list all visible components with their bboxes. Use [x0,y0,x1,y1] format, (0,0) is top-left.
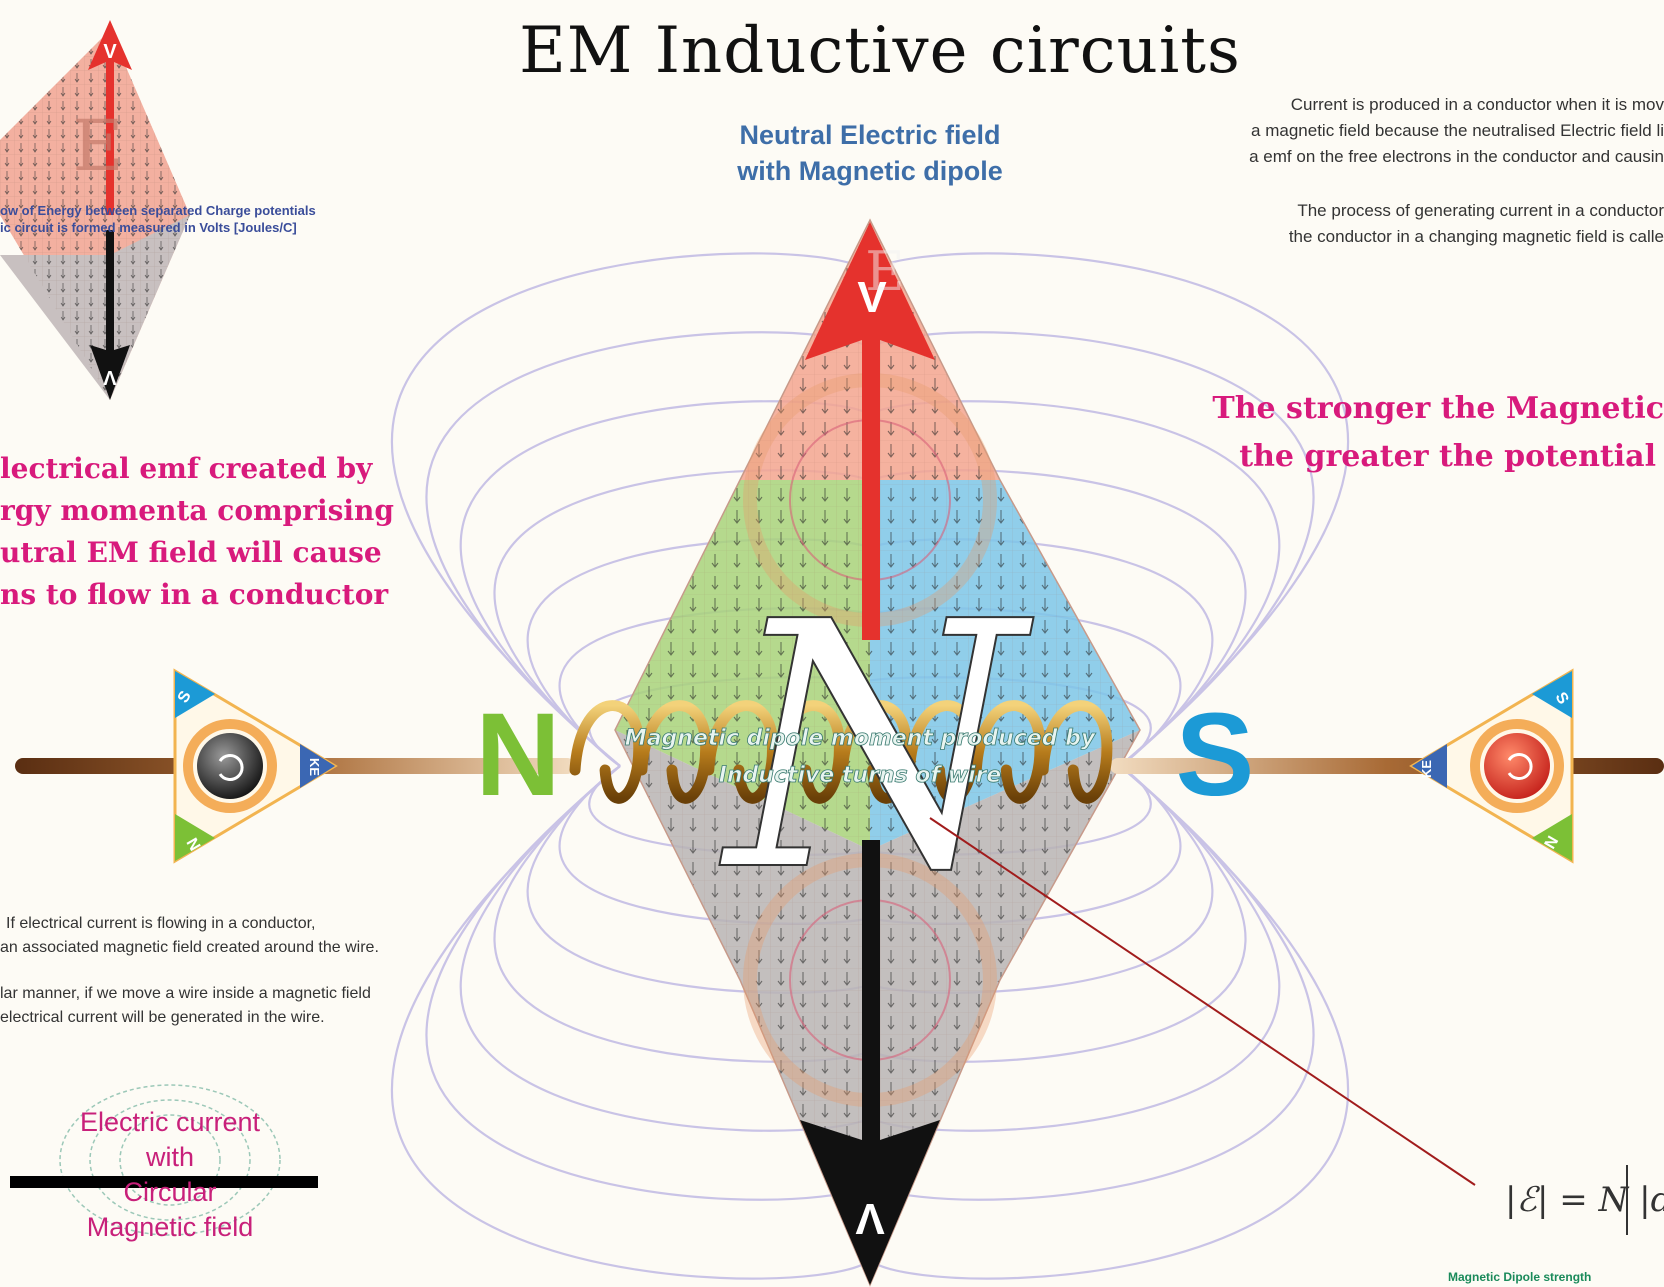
tr-line-2: a magnetic field because the neutralised… [1251,121,1664,140]
coil-turn [903,700,979,804]
bottom-left-paragraph: If electrical current is flowing in a co… [0,912,379,1030]
bottom-v-label: V [855,1194,885,1243]
coil-turn [970,700,1046,804]
footer-green-text: Magnetic Dipole strength [1448,1270,1592,1284]
coil-turn [1037,700,1113,804]
central-em-diamond [614,218,1141,1287]
inductive-coil [569,700,1113,804]
center-heading-line-2: with Magnetic dipole [737,156,1003,186]
small-top-v: V [103,41,117,63]
voltage-arrow-top [805,222,935,640]
pink-left-line-2: rgy momenta comprising [0,494,394,527]
bl-line-1: If electrical current is flowing in a co… [6,915,316,932]
caption-line-2: ic circuit is formed measured in Volts [… [0,220,297,235]
wire-field-illustration [10,1084,318,1236]
top-v-label: V [857,273,887,322]
pink-right-line-2: the greater the potential [1239,439,1656,474]
coil-turn [837,700,912,804]
small-em-diamond: V V E [0,20,190,400]
small-diamond-caption: ow of Energy between separated Charge po… [0,202,316,236]
voltage-arrow-bottom [800,840,940,1285]
coil-caption-line-1: Magnetic dipole moment produced by [625,726,1097,751]
electron-right-ke: KE [1419,760,1434,778]
pink-right-line-1: The stronger the Magnetic [1212,391,1664,426]
tr-line-3: a emf on the free electrons in the condu… [1249,147,1664,166]
south-pole-label: S [1176,689,1255,821]
wire-field-label: Electric current with Circular Magnetic … [40,1105,300,1245]
small-bottom-v: V [103,366,117,388]
tr-line-1: Current is produced in a conductor when … [1290,95,1664,114]
center-heading-line-1: Neutral Electric field [739,120,1001,150]
wire-label-line-3: Circular [123,1177,217,1207]
wire-label-line-1: Electric current [79,1107,261,1137]
caption-line-1: ow of Energy between separated Charge po… [0,203,316,218]
coil-turn [703,700,778,804]
electron-triangle-right: S N KE [1409,668,1574,864]
wire-label-line-2: with [145,1142,194,1172]
small-e-label: E [72,105,123,187]
top-e-label: E [865,240,904,303]
page-title: EM Inductive circuits [519,14,1241,88]
electron-left-ke: KE [307,758,322,776]
north-pole-label: N [475,689,560,821]
center-heading: Neutral Electric field with Magnetic dip… [690,117,1050,189]
coil-caption-line-2: Inductive turns of wire [719,763,1002,788]
tr-line-5: the conductor in a changing magnetic fie… [1288,227,1664,246]
bl-line-3: lar manner, if we move a wire inside a m… [0,985,371,1002]
coil-turn [770,700,845,804]
big-n-letter: N [716,550,1035,946]
pink-left-text: lectrical emf created by rgy momenta com… [0,448,394,616]
emf-formula: |ℰ| = N |dΦ/d [1505,1180,1664,1220]
electron-triangle-left: S N KE [173,668,338,864]
top-right-paragraph: Current is produced in a conductor when … [1249,92,1664,250]
formula-pointer-line [929,817,1476,1186]
bl-line-2: an associated magnetic field created aro… [0,939,379,956]
pink-right-text: The stronger the Magnetic the greater th… [1212,385,1664,481]
pink-left-line-3: utral EM field will cause [0,536,382,569]
coil-turn [636,700,712,804]
wire-label-line-4: Magnetic field [86,1212,254,1242]
pink-left-line-1: lectrical emf created by [0,452,373,485]
tr-line-4: The process of generating current in a c… [1297,201,1664,220]
pink-left-line-4: ns to flow in a conductor [0,578,389,611]
bl-line-4: electrical current will be generated in … [0,1009,325,1026]
coil-turn [569,700,645,804]
